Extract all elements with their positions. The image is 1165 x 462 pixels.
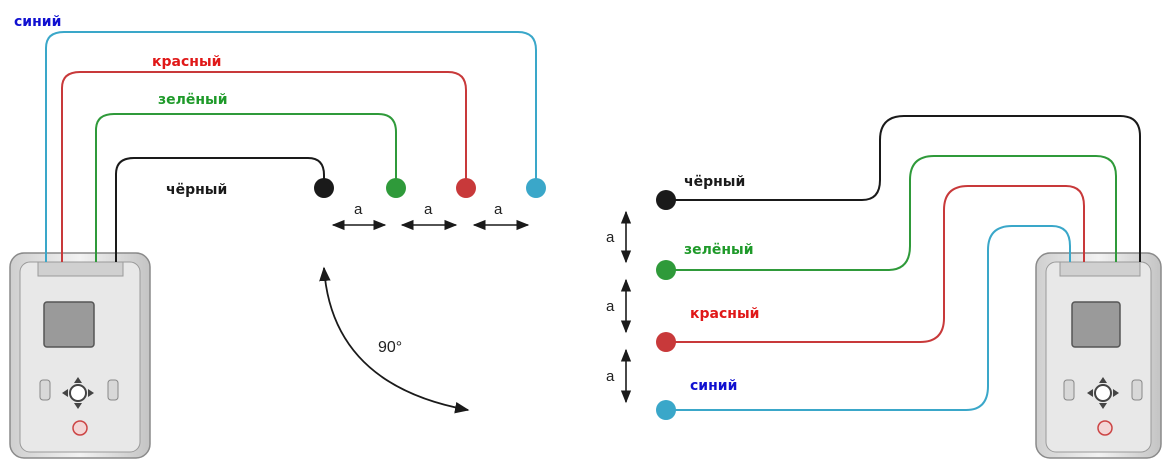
left-spacing-label-3: a (494, 201, 503, 218)
left-wire-red (61, 71, 467, 262)
right-label-black: чёрный (684, 174, 745, 190)
right-instrument-dpad-icon (1094, 384, 1112, 402)
left-label-red: красный (152, 54, 221, 70)
left-electrode-blue (526, 178, 546, 198)
right-wire-black (668, 115, 1141, 262)
right-electrode-green (656, 260, 676, 280)
right-spacing-label-1: a (606, 229, 615, 246)
right-electrode-black (656, 190, 676, 210)
right-spacing-label-3: a (606, 368, 615, 385)
left-spacing-label-1: a (354, 201, 363, 218)
left-wire-green (95, 113, 397, 262)
right-electrode-blue (656, 400, 676, 420)
right-instrument-power-icon (1097, 420, 1113, 436)
right-spacing-label-2: a (606, 298, 615, 315)
right-label-green: зелёный (684, 242, 754, 258)
right-wire-blue (668, 225, 1071, 411)
right-electrode-red (656, 332, 676, 352)
left-electrode-black (314, 178, 334, 198)
right-wire-green (668, 155, 1117, 271)
left-instrument-power-icon (72, 420, 88, 436)
left-label-blue: синий (14, 14, 61, 30)
left-instrument (9, 252, 151, 459)
left-instrument-screen (43, 301, 95, 348)
right-label-blue: синий (690, 378, 737, 394)
right-instrument-screen (1071, 301, 1121, 348)
left-spacing-label-2: a (424, 201, 433, 218)
left-instrument-dpad-icon (69, 384, 87, 402)
left-wires (45, 31, 537, 262)
right-instrument (1035, 252, 1162, 459)
right-wire-red (668, 185, 1085, 343)
left-wire-blue (45, 31, 537, 262)
right-label-red: красный (690, 306, 759, 322)
left-label-green: зелёный (158, 92, 228, 108)
angle-label: 90° (378, 339, 402, 356)
right-wires (668, 115, 1141, 411)
rotation-arc (319, 266, 470, 414)
left-electrode-green (386, 178, 406, 198)
left-wire-black (115, 157, 325, 262)
left-electrode-red (456, 178, 476, 198)
left-label-black: чёрный (166, 182, 227, 198)
